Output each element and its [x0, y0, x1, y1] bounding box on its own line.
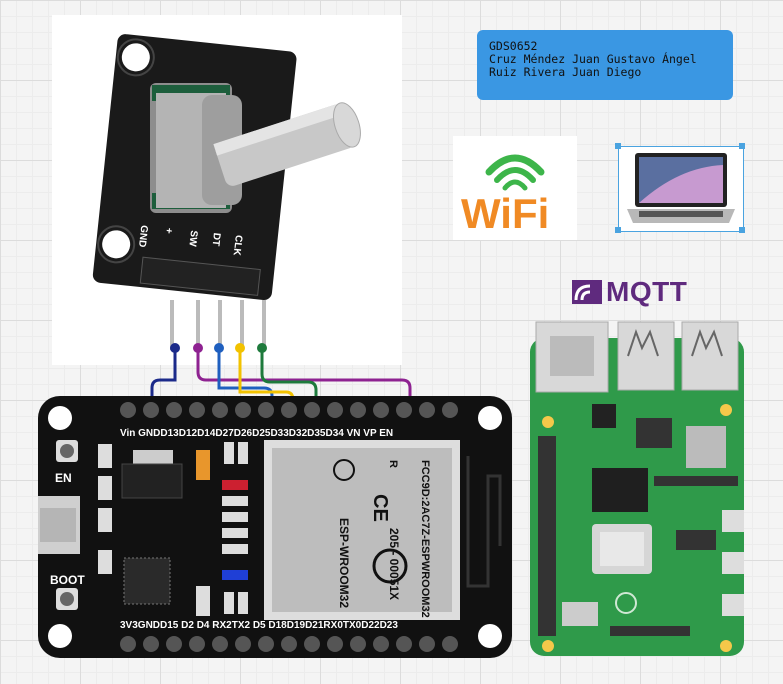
module-brand: ESP-WROOM32 — [337, 518, 351, 608]
note-line-2: Cruz Méndez Juan Gustavo Ángel — [489, 52, 697, 66]
rotary-encoder-drawing: GND + SW DT CLK — [92, 34, 361, 350]
module-r: R — [387, 460, 399, 468]
module-ce: CE — [369, 494, 391, 522]
wire-vcc[interactable] — [196, 348, 412, 410]
selection-handle-bl[interactable] — [615, 227, 621, 233]
mqtt-text: MQTT — [606, 276, 688, 307]
encoder-pin-clk: CLK — [231, 234, 244, 256]
encoder-pin-gnd: GND — [136, 225, 149, 248]
en-button-label: EN — [55, 471, 72, 485]
wire-gnd[interactable] — [150, 348, 177, 410]
boot-button-label: BOOT — [50, 573, 85, 587]
selection-handle-tl[interactable] — [615, 143, 621, 149]
module-code: 205 - 00051X — [387, 528, 401, 600]
wifi-logo[interactable]: WiFi — [453, 136, 577, 240]
wire-clk[interactable] — [260, 348, 318, 410]
laptop-drawing — [627, 153, 735, 223]
module-fcc: FCC9D:2AC7Z-ESPWROOM32 — [419, 460, 431, 618]
encoder-pin-dt: DT — [210, 232, 222, 246]
encoder-pin-vcc: + — [163, 227, 175, 234]
raspberry-pi-drawing — [530, 321, 744, 656]
selection-handle-tr[interactable] — [739, 143, 745, 149]
rotary-encoder-image[interactable]: GND + SW DT CLK — [52, 15, 402, 365]
raspberry-pi-board[interactable] — [526, 318, 746, 658]
selection-handle-br[interactable] — [739, 227, 745, 233]
esp32-bottom-pin-labels: 3V3GNDD15 D2 D4 RX2TX2 D5 D18D19D21RX0TX… — [120, 620, 398, 631]
esp32-top-pin-labels: Vin GNDD13D12D14D27D26D25D33D32D35D34 VN… — [120, 428, 393, 439]
wire-sw[interactable] — [217, 348, 274, 410]
mqtt-icon — [572, 280, 602, 304]
esp32-drawing: FCC9D:2AC7Z-ESPWROOM32 205 - 00051X ESP-… — [38, 396, 512, 658]
student-note: GDS0652 Cruz Méndez Juan Gustavo Ángel R… — [477, 30, 733, 100]
laptop-image[interactable] — [618, 146, 744, 232]
esp32-board[interactable]: FCC9D:2AC7Z-ESPWROOM32 205 - 00051X ESP-… — [38, 396, 512, 658]
note-line-3: Ruiz Rivera Juan Diego — [489, 65, 642, 79]
wifi-text: WiFi — [461, 190, 549, 237]
encoder-pin-sw: SW — [186, 230, 199, 248]
note-line-1: GDS0652 — [489, 39, 538, 53]
mqtt-logo[interactable]: MQTT — [572, 276, 687, 308]
wifi-drawing: WiFi — [461, 154, 549, 237]
